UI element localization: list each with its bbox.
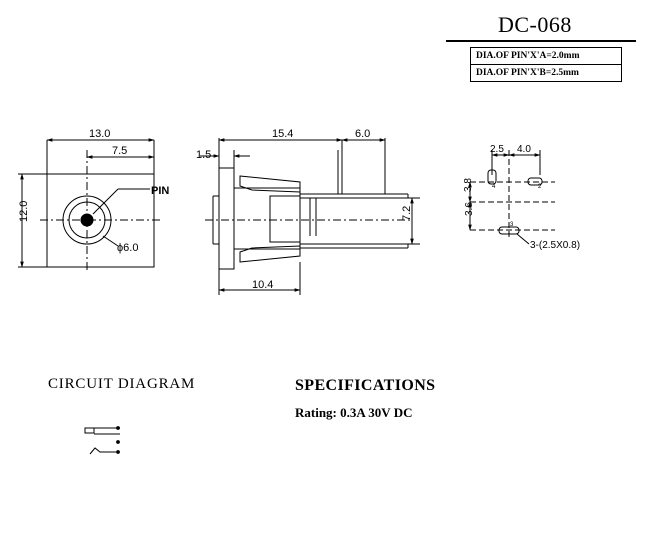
circuit-node-2: [116, 440, 120, 444]
side-body: [233, 187, 301, 250]
dim-flange-label: 1.5: [196, 149, 211, 161]
rating-text: Rating: 0.3A 30V DC: [295, 405, 413, 420]
dim-pin-span-label: 7.2: [401, 206, 413, 221]
fp-slot-leader: [516, 233, 530, 245]
circuit-node-1: [116, 426, 120, 430]
side-view: [200, 138, 420, 295]
fp-pin-4-label: 4: [492, 184, 496, 190]
fp-slot-2: [527, 177, 543, 186]
hole-diameter-label: ϕ6.0: [117, 242, 138, 254]
dim-center-label: 7.5: [112, 145, 127, 157]
specifications-heading: SPECIFICATIONS: [295, 377, 436, 394]
fp-dim-c-label: 3.8: [463, 178, 474, 192]
pin-leader: [92, 188, 119, 215]
dim-width-label: 13.0: [89, 128, 110, 140]
fp-dim-a-label: 2.5: [490, 144, 504, 155]
circuit-switch: [89, 447, 116, 455]
circuit-symbol: [84, 426, 120, 455]
bottom-latch: [239, 245, 301, 263]
pin-b-diameter-note: DIA.OF PIN'X'B=2.5mm: [470, 64, 622, 82]
flange-plate: [218, 167, 235, 270]
fp-dim-b-label: 4.0: [517, 144, 531, 155]
fp-pin-3-label: 3: [510, 222, 514, 228]
top-latch: [239, 175, 301, 193]
circuit-diagram-heading: CIRCUIT DIAGRAM: [48, 376, 196, 392]
front-view: [18, 138, 160, 272]
dim-height-label: 12.0: [18, 201, 30, 222]
fp-dim-d-label: 3.6: [464, 202, 475, 216]
fp-slot-label: 3-(2.5X0.8): [530, 240, 580, 251]
fp-slot-3: [498, 226, 520, 235]
circuit-node-3: [116, 450, 120, 454]
dim-lower-label: 10.4: [252, 279, 273, 291]
side-inner-block: [269, 195, 301, 243]
dim-body-label: 15.4: [272, 128, 293, 140]
footprint-view: [468, 150, 555, 245]
fp-pin-2-label: 2: [538, 184, 542, 190]
fp-slot-4: [487, 169, 497, 185]
title-underline: [446, 40, 636, 42]
hole-leader: [102, 235, 119, 247]
pin-label: PIN: [151, 185, 169, 197]
part-number-title: DC-068: [498, 12, 572, 37]
circuit-plug: [84, 427, 95, 434]
dim-pins-label: 6.0: [355, 128, 370, 140]
